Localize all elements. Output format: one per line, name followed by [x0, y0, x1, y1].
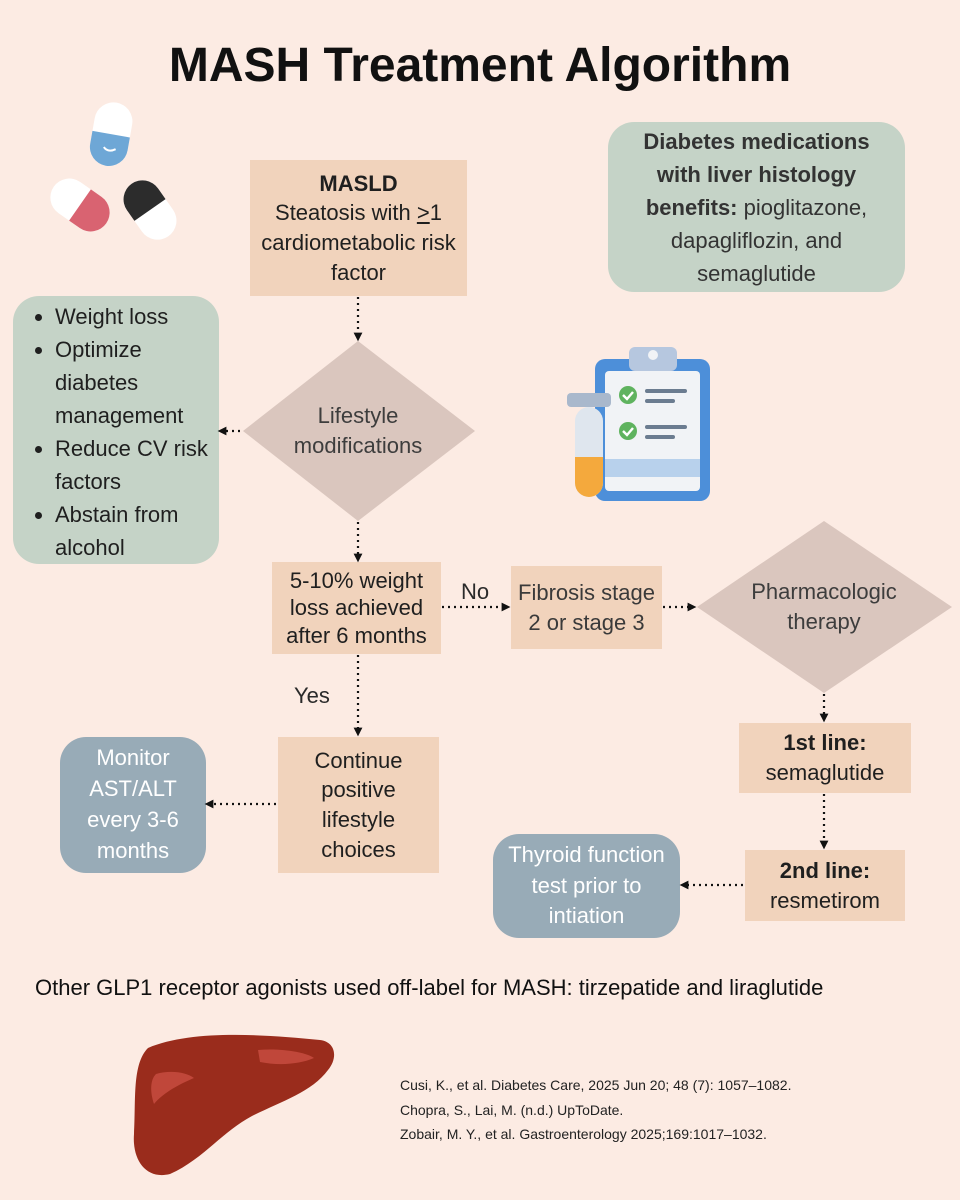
clipboard-checklist-icon — [567, 347, 710, 501]
list-item: Abstain from alcohol — [55, 498, 219, 564]
thyroid-box: Thyroid function test prior to intiation — [493, 834, 680, 938]
fibrosis-stage-box: Fibrosis stage 2 or stage 3 — [511, 566, 662, 649]
pharmacologic-diamond-shape — [697, 521, 952, 693]
footer-note: Other GLP1 receptor agonists used off-la… — [35, 975, 824, 1000]
liver-icon — [133, 1034, 335, 1176]
lifestyle-recommendations-box: Weight loss Optimize diabetes management… — [13, 296, 219, 564]
reference-item: Zobair, M. Y., et al. Gastroenterology 2… — [400, 1126, 767, 1142]
weight-loss-box: 5-10% weight loss achieved after 6 month… — [272, 562, 441, 654]
list-item: Weight loss — [55, 300, 219, 333]
list-item: Optimize diabetes management — [55, 333, 219, 432]
continue-lifestyle-box: Continue positive lifestyle choices — [278, 737, 439, 873]
masld-box: MASLD Steatosis with >1 cardiometabolic … — [250, 160, 467, 296]
page-title: MASH Treatment Algorithm — [168, 39, 792, 92]
lifestyle-diamond: Lifestyle modifications — [293, 403, 423, 458]
no-label: No — [461, 579, 490, 604]
masld-definition: Steatosis with >1 — [275, 200, 442, 226]
references: Cusi, K., et al. Diabetes Care, 2025 Jun… — [400, 1073, 791, 1147]
pharmacologic-diamond: Pharmacologic therapy — [751, 579, 897, 634]
pills-icon — [50, 102, 177, 240]
second-line-box: 2nd line: resmetirom — [745, 850, 905, 921]
reference-item: Cusi, K., et al. Diabetes Care, 2025 Jun… — [400, 1077, 792, 1093]
first-line-box: 1st line: semaglutide — [739, 723, 911, 793]
monitor-box: Monitor AST/ALT every 3-6 months — [60, 737, 206, 873]
lifestyle-diamond-shape — [243, 341, 475, 521]
yes-label: Yes — [294, 683, 330, 708]
list-item: Reduce CV risk factors — [55, 432, 219, 498]
masld-heading: MASLD — [319, 170, 398, 196]
test-tube-icon — [567, 393, 611, 497]
reference-item: Chopra, S., Lai, M. (n.d.) UpToDate. — [400, 1101, 624, 1118]
diabetes-medications-box: Diabetes medications with liver histolog… — [608, 122, 905, 292]
